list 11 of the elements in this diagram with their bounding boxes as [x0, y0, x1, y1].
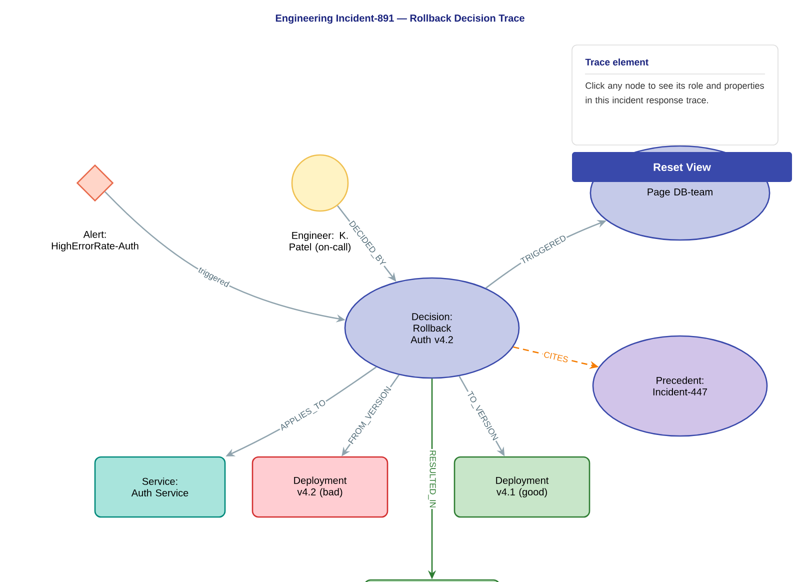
- outcome-box: [364, 579, 500, 582]
- node-label: Alert: HighErrorRate-Auth: [52, 230, 138, 252]
- panel-heading: Trace element: [585, 58, 648, 66]
- edge-label: RESULTED_IN: [427, 449, 437, 509]
- title: Engineering Incident-891 — Rollback Decision Trace: [276, 14, 524, 24]
- edge-label: CITES: [542, 350, 570, 364]
- deployment-box: Deployment v4.2 (bad): [252, 456, 388, 518]
- deployment-box: Deployment v4.1 (good): [454, 456, 590, 518]
- service-box: Service: Auth Service: [94, 456, 226, 518]
- panel-text: Click any node to see its role and properties in this incident response trace.: [586, 82, 764, 106]
- reset-button: Reset View: [572, 152, 792, 182]
